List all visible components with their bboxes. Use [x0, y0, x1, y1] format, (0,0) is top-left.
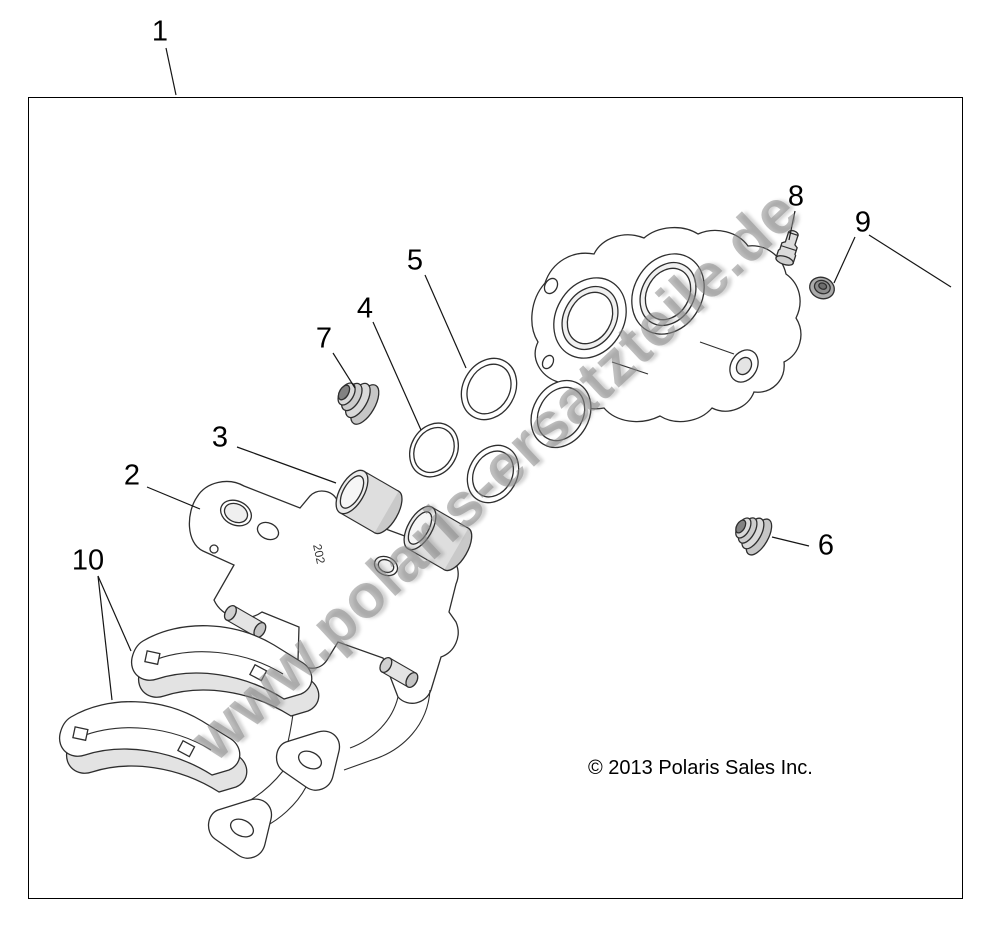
diagram-border-frame — [28, 97, 963, 899]
bracket-marking: 202 — [310, 543, 328, 566]
bleeder-screw-drawing — [775, 229, 799, 266]
callout-3: 3 — [211, 421, 229, 454]
callout-7: 7 — [315, 322, 333, 355]
callout-5: 5 — [406, 244, 424, 277]
callout-9: 9 — [854, 206, 872, 239]
piston-boot-left-drawing — [337, 382, 380, 425]
callout-10: 10 — [71, 544, 105, 577]
brake-pads-drawing — [58, 625, 320, 793]
copyright-text: © 2013 Polaris Sales Inc. — [588, 757, 813, 779]
callout-8: 8 — [787, 180, 805, 213]
leader-lines — [97, 47, 952, 701]
piston-boot-right-drawing — [735, 517, 773, 556]
mounting-bracket-drawing: 202 — [188, 480, 459, 859]
callout-1: 1 — [151, 15, 169, 48]
caliper-body-drawing — [531, 227, 802, 423]
piston-seal-rings-drawing — [409, 357, 592, 504]
bleeder-cap-drawing — [809, 276, 835, 300]
callout-4: 4 — [356, 292, 374, 325]
pistons-drawing — [335, 469, 473, 572]
callout-2: 2 — [123, 459, 141, 492]
callout-6: 6 — [817, 529, 835, 562]
